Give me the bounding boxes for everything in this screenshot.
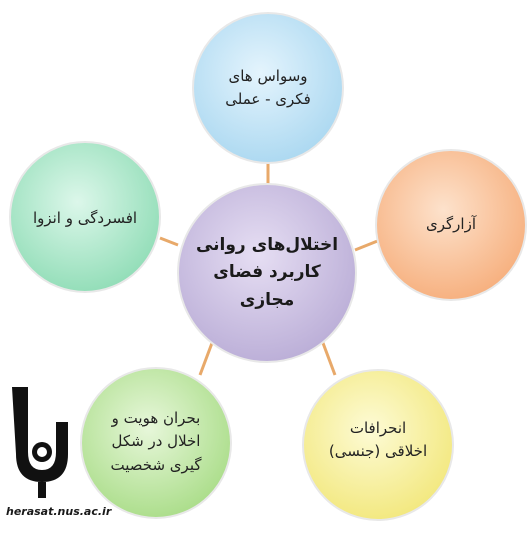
node-left-label: افسردگی و انزوا — [32, 209, 138, 228]
node-top-label: وسواس های فکری - عملی — [225, 66, 311, 108]
node-bottom-right-label: انحرافات اخلاقی (جنسی) — [328, 418, 428, 460]
center-node-circle — [177, 183, 357, 363]
node-left-circle — [9, 141, 161, 293]
node-bottom-right-circle — [302, 369, 454, 521]
center-line-1: اختلال‌های روانی — [195, 235, 339, 256]
logo-emblem-icon — [12, 387, 68, 498]
watermark-url: herasat.nus.ac.ir — [6, 505, 112, 518]
node-bottom-left-label: بحران هویت و اخلال در شکل گیری شخصیت — [110, 409, 202, 474]
node-right-circle — [375, 149, 527, 301]
center-node-label: اختلال‌های روانی کاربرد فضای مجازی — [182, 218, 352, 328]
center-line-3: مجازی — [239, 289, 295, 310]
connector-left — [159, 236, 179, 247]
node-bottom-left-circle — [80, 367, 232, 519]
node-right-label: آزارگری — [426, 215, 476, 234]
connector-right — [354, 238, 381, 252]
watermark-logo: herasat.nus.ac.ir — [2, 382, 111, 532]
center-line-2: کاربرد فضای — [213, 262, 321, 283]
node-top-circle — [192, 12, 344, 164]
